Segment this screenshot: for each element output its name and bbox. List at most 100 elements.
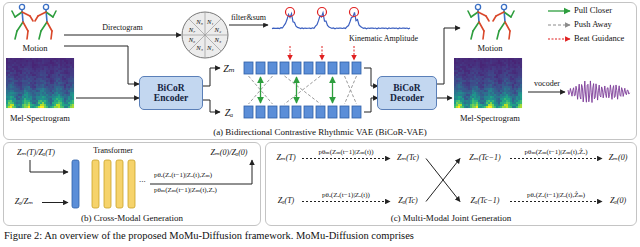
spectrogram-cell [14, 98, 16, 100]
spectrogram-cell [72, 100, 74, 102]
spectrogram-cell [454, 58, 456, 60]
spectrogram-cell [48, 98, 50, 100]
spectrogram-cell [476, 76, 478, 78]
spectrogram-cell [494, 78, 496, 80]
spectrogram-cell [470, 102, 472, 104]
spectrogram-cell [506, 96, 508, 98]
spectrogram-cell [60, 106, 62, 108]
spectrogram-cell [38, 96, 40, 98]
spectrogram-cell [40, 100, 42, 102]
spectrogram-cell [500, 78, 502, 80]
spectrogram-cell [484, 100, 486, 102]
spectrogram-cell [510, 68, 512, 70]
spectrogram-cell [18, 106, 20, 108]
spectrogram-cell [504, 90, 506, 92]
spectrogram-cell [466, 78, 468, 80]
spectrogram-cell [48, 82, 50, 84]
spectrogram-cell [512, 58, 514, 60]
limb [493, 16, 496, 21]
spectrogram-cell [476, 74, 478, 76]
spectrogram-cell [22, 86, 24, 88]
spectrogram-cell [460, 84, 462, 86]
spectrogram-cell [488, 90, 490, 92]
beat-guidance-arrow [290, 46, 291, 60]
spectrogram-cell [486, 80, 488, 82]
spectrogram-cell [512, 78, 514, 80]
spectrogram-cell [476, 70, 478, 72]
spectrogram-cell [500, 86, 502, 88]
spectrogram-cell [468, 60, 470, 62]
spectrogram-cell [468, 80, 470, 82]
spectrogram-cell [480, 60, 482, 62]
spectrogram-cell [38, 72, 40, 74]
sector-divider [205, 12, 206, 35]
spectrogram-cell [454, 60, 456, 62]
spectrogram-cell [468, 102, 470, 104]
spectrogram-cell [18, 82, 20, 84]
spectrogram-cell [516, 74, 518, 76]
spectrogram-cell [24, 62, 26, 64]
spectrogram-cell [478, 66, 480, 68]
spectrogram-cell [510, 96, 512, 98]
spectrogram-cell [60, 68, 62, 70]
spectrogram-cell [458, 64, 460, 66]
spectrogram-cell [476, 66, 478, 68]
spectrogram-cell [14, 70, 16, 72]
edge-label: pθₘ(Zₘ(t−1)|Zₘ(t),Ẑₐ) [524, 149, 589, 157]
limb [504, 12, 511, 17]
spectrogram-cell [458, 94, 460, 96]
spectrogram-cell [488, 82, 490, 84]
spectrogram-cell [460, 58, 462, 60]
spectrogram-cell [518, 76, 520, 78]
spectrogram-cell [454, 88, 456, 90]
spectrogram-cell [64, 66, 66, 68]
spectrogram-cell [68, 92, 70, 94]
spectrogram-cell [46, 66, 48, 68]
spectrogram-cell [474, 62, 476, 64]
spectrogram-cell [484, 74, 486, 76]
spectrogram-cell [8, 70, 10, 72]
spectrogram-cell [40, 66, 42, 68]
spectrogram-cell [50, 92, 52, 94]
spectrogram-cell [482, 78, 484, 80]
spectrogram-cell [482, 66, 484, 68]
spectrogram-cell [500, 82, 502, 84]
spectrogram-cell [490, 60, 492, 62]
spectrogram-cell [514, 98, 516, 100]
spectrogram-cell [466, 104, 468, 106]
spectrogram-cell [50, 66, 52, 68]
spectrogram-cell [16, 68, 18, 70]
spectrogram-cell [32, 62, 34, 64]
spectrogram-cell [14, 96, 16, 98]
spectrogram-cell [66, 74, 68, 76]
spectrogram-cell [480, 90, 482, 92]
spectrogram-cell [68, 78, 70, 80]
formula-label: pθₐ(Zₐ(t−1)|Zₐ(t),Zₘ) [154, 172, 212, 180]
spectrogram-cell [468, 68, 470, 70]
spectrogram-cell [8, 102, 10, 104]
spectrogram-cell [46, 68, 48, 70]
connector [64, 46, 139, 84]
spectrogram-cell [58, 100, 60, 102]
spectrogram-cell [518, 62, 520, 64]
spectrogram-cell [462, 106, 464, 108]
spectrogram-cell [460, 80, 462, 82]
spectrogram-cell [504, 86, 506, 88]
spectrogram-cell [26, 102, 28, 104]
spectrogram-cell [458, 92, 460, 94]
spectrogram-cell [498, 80, 500, 82]
spectrogram-cell [6, 104, 8, 106]
spectrogram-cell [18, 98, 20, 100]
spectrogram-cell [44, 62, 46, 64]
spectrogram-cell [36, 62, 38, 64]
spectrogram-cell [498, 90, 500, 92]
spectrogram-cell [6, 92, 8, 94]
latent-state: Zₘ(Tc−1) [460, 152, 510, 165]
spectrogram-cell [486, 96, 488, 98]
spectrogram-cell [48, 78, 50, 80]
spectrogram-cell [504, 58, 506, 60]
spectrogram-cell [492, 78, 494, 80]
spectrogram-cell [54, 66, 56, 68]
spectrogram-cell [518, 104, 520, 106]
